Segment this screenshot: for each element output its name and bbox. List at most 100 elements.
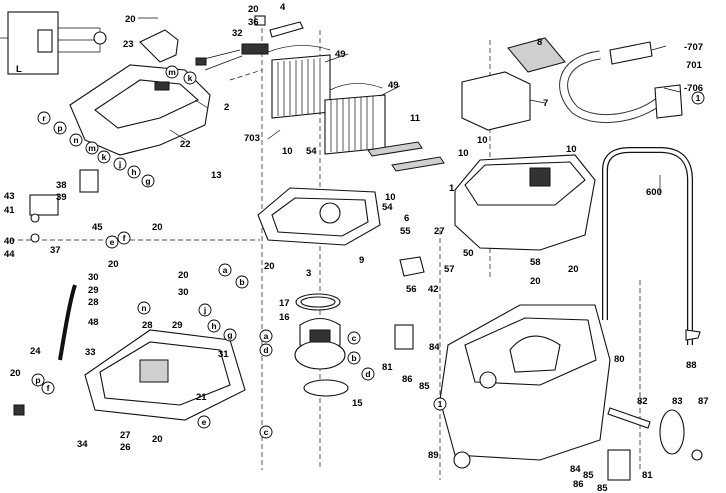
svg-text:f: f	[123, 233, 126, 243]
label-48: 48	[88, 317, 99, 328]
small-parts	[13, 169, 703, 481]
label-28: 28	[88, 297, 99, 308]
label-85: 85	[597, 483, 608, 493]
label-54: 54	[306, 146, 317, 157]
part-numbers: 20 20 36 4 23 32 49 49 8 -707 701 -706 7…	[4, 2, 709, 493]
label-57: 57	[444, 264, 455, 275]
svg-text:1: 1	[696, 93, 701, 103]
callout-g: g	[141, 174, 155, 188]
label-81: 81	[642, 470, 653, 481]
label-20: 20	[125, 14, 136, 25]
label-84: 84	[429, 342, 440, 353]
label-23: 23	[123, 39, 134, 50]
svg-text:k: k	[188, 73, 193, 83]
label-87: 87	[698, 396, 709, 407]
label-7: 7	[543, 98, 548, 109]
label-50: 50	[463, 248, 474, 259]
svg-text:n: n	[141, 303, 146, 313]
part-cover-22	[69, 64, 211, 156]
label-85: 85	[419, 381, 430, 392]
label-41: 41	[4, 205, 15, 216]
callout-j: j	[113, 157, 127, 171]
svg-text:c: c	[352, 333, 357, 343]
label-27: 27	[434, 226, 445, 237]
svg-text:d: d	[263, 345, 268, 355]
label-54: 54	[382, 202, 393, 213]
label-80: 80	[614, 354, 625, 365]
label-10: 10	[385, 192, 396, 203]
label-28: 28	[142, 320, 153, 331]
label-20: 20	[248, 4, 259, 15]
part-motor-housing-50	[454, 154, 596, 251]
label-15: 15	[352, 398, 363, 409]
svg-text:d: d	[365, 369, 370, 379]
label-20: 20	[108, 259, 119, 270]
part-base-21	[84, 329, 246, 421]
svg-text:1: 1	[438, 399, 443, 409]
part-handle-600	[602, 147, 693, 345]
svg-text:h: h	[131, 167, 136, 177]
label-17: 17	[279, 298, 290, 309]
part-box-7	[461, 71, 531, 131]
part-plate-8	[507, 37, 566, 73]
callout-p: p	[53, 121, 67, 135]
label-13: 13	[211, 170, 222, 181]
label-29: 29	[88, 285, 99, 296]
callout-k2: k	[97, 150, 111, 164]
part-hose-701	[559, 41, 683, 123]
leader-lines	[138, 17, 681, 195]
label-83: 83	[672, 396, 683, 407]
label-703: 703	[244, 133, 260, 144]
part-strip-11	[367, 141, 445, 172]
label-3: 3	[306, 268, 311, 279]
callout-f: f	[117, 231, 131, 245]
callout-f2: f	[41, 381, 55, 395]
callout-1a: 1	[691, 91, 705, 105]
part-container-80	[439, 304, 611, 461]
callout-e: e	[105, 235, 119, 249]
label-707: -707	[684, 42, 703, 53]
part-switch-36	[195, 15, 304, 71]
label-45: 45	[92, 222, 103, 233]
label-34: 34	[77, 439, 88, 450]
svg-text:c: c	[264, 427, 269, 437]
label-21: 21	[196, 392, 207, 403]
label-86: 86	[573, 479, 584, 490]
label-36: 36	[248, 17, 259, 28]
svg-text:g: g	[227, 330, 232, 340]
label-38: 38	[56, 180, 67, 191]
label-20: 20	[152, 222, 163, 233]
svg-text:k: k	[102, 152, 107, 162]
svg-text:m: m	[168, 67, 176, 77]
callout-n: n	[69, 133, 83, 147]
callout-b: b	[235, 275, 249, 289]
label-24: 24	[30, 346, 41, 357]
label-10: 10	[458, 148, 469, 159]
callout-c2: c	[259, 425, 273, 439]
callout-p2: p	[31, 373, 45, 387]
callout-c: c	[347, 331, 361, 345]
svg-text:p: p	[57, 123, 62, 133]
label-55: 55	[400, 226, 411, 237]
label-9: 9	[359, 255, 364, 266]
label-82: 82	[637, 396, 648, 407]
label-2: 2	[224, 102, 229, 113]
label-26: 26	[120, 442, 131, 453]
label-16: 16	[279, 312, 290, 323]
callout-m: m	[165, 65, 179, 79]
label-27: 27	[120, 430, 131, 441]
part-motor-16	[294, 293, 349, 397]
label-10: 10	[282, 146, 293, 157]
label-30: 30	[178, 287, 189, 298]
label-49: 49	[335, 49, 346, 60]
label-32: 32	[232, 28, 243, 39]
svg-text:j: j	[118, 159, 121, 169]
label-88: 88	[686, 360, 697, 371]
callout-h2: h	[207, 319, 221, 333]
wiring-schematic	[0, 11, 107, 75]
label-20: 20	[152, 434, 163, 445]
label-1: 1	[449, 183, 455, 194]
label-20: 20	[264, 261, 275, 272]
